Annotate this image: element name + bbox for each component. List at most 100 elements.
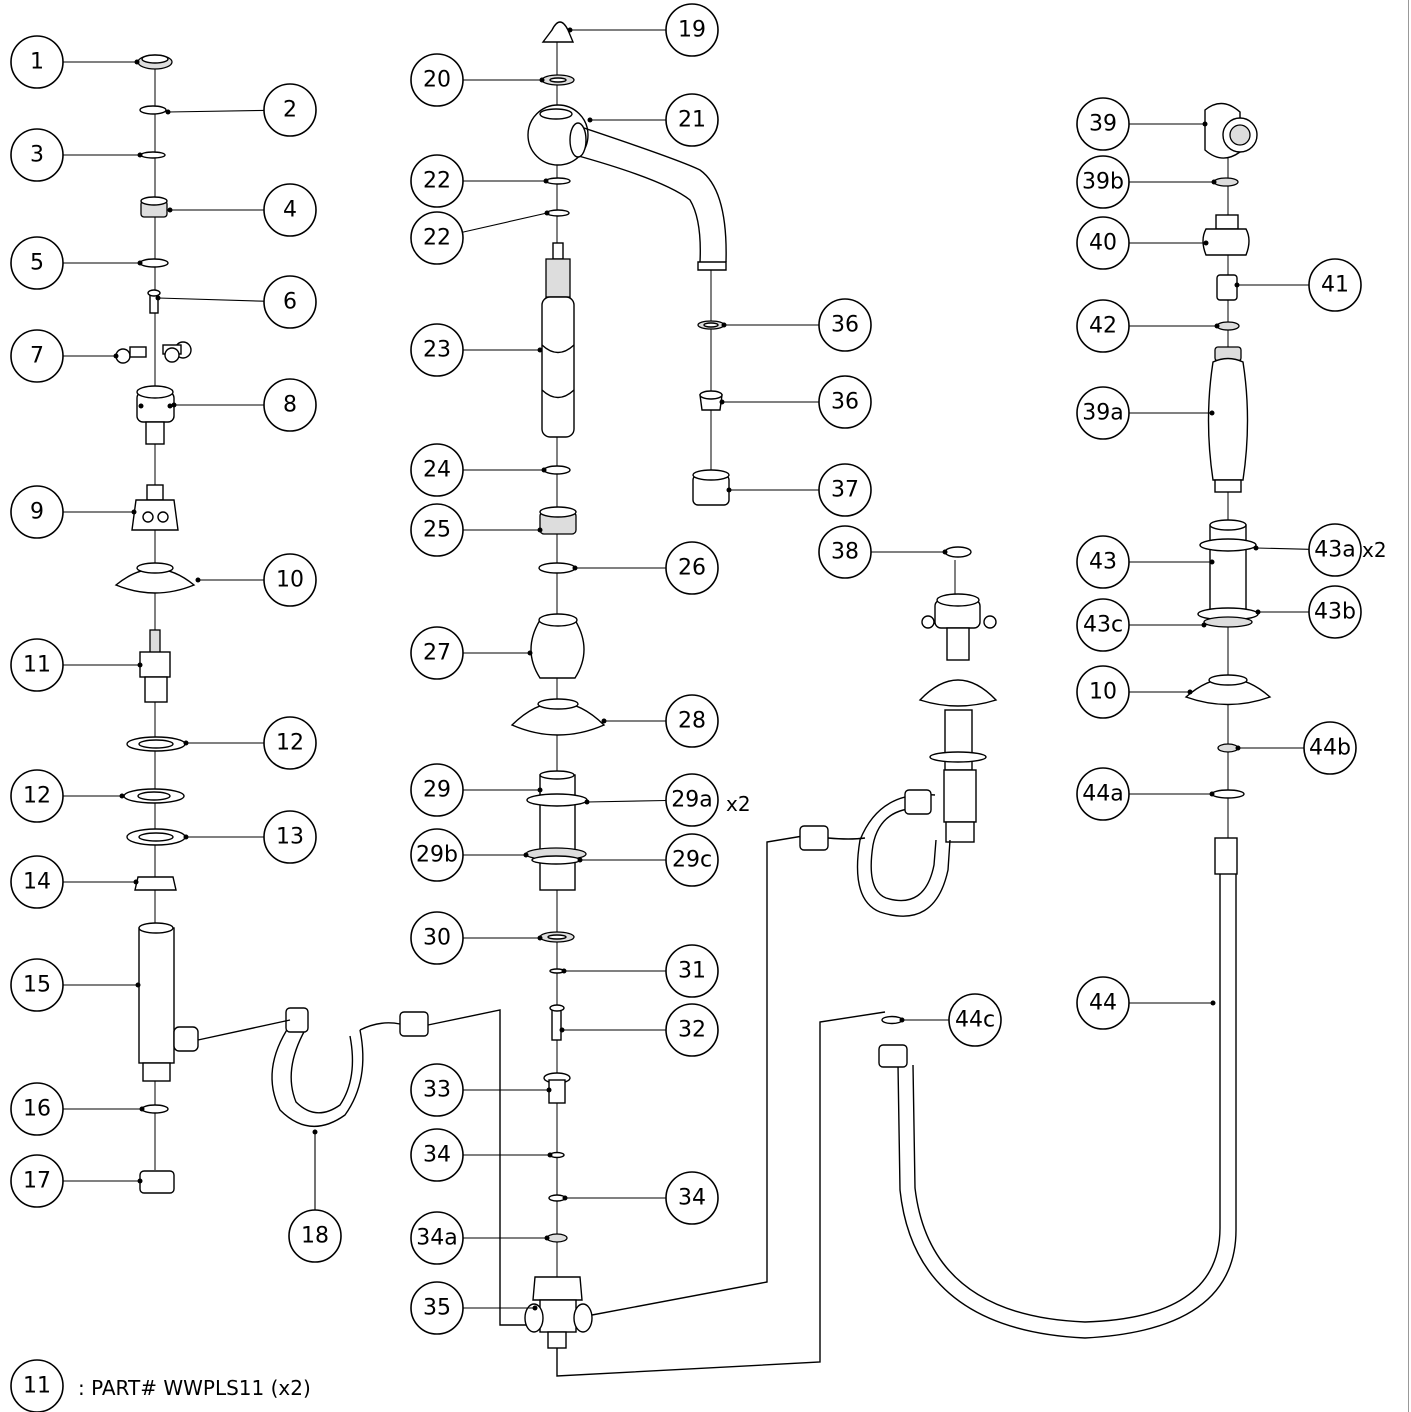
callout-label: 44 xyxy=(1089,991,1117,1016)
leader-dot xyxy=(561,968,567,974)
callout-label: 38 xyxy=(831,540,859,565)
leader-dot xyxy=(134,59,140,65)
part-7 xyxy=(115,341,192,364)
part-40 xyxy=(1202,214,1250,256)
callout-circle xyxy=(818,463,872,517)
callout-43b: 43b xyxy=(1255,585,1362,639)
part-8 xyxy=(136,385,175,445)
callout-4: 4 xyxy=(167,183,317,237)
callout-15: 15 xyxy=(10,958,141,1012)
callout-circle xyxy=(10,769,64,823)
part-21 xyxy=(527,104,727,271)
part-30 xyxy=(539,931,575,943)
leader-line xyxy=(167,109,265,113)
part-4 xyxy=(140,196,168,218)
callout-43: 43 xyxy=(1076,535,1215,589)
callout-circle xyxy=(410,1281,464,1335)
callout-label: 33 xyxy=(423,1078,451,1103)
part-3 xyxy=(140,151,166,159)
callout-26: 26 xyxy=(572,541,719,595)
callout-25: 25 xyxy=(410,503,543,557)
hand-shower-parts xyxy=(878,102,1272,1339)
part-17 xyxy=(139,1170,175,1194)
callout-44c: 44c xyxy=(899,993,1002,1047)
callout-circle xyxy=(10,1154,64,1208)
callout-circle xyxy=(665,93,719,147)
callout-label: 40 xyxy=(1089,231,1117,256)
callout-label: 39b xyxy=(1082,170,1124,195)
footnote-callout-circle xyxy=(10,1359,64,1412)
callout-label: 20 xyxy=(423,68,451,93)
callout-circle xyxy=(1076,97,1130,151)
part-39a xyxy=(1207,346,1249,493)
callout-39b: 39b xyxy=(1076,155,1217,209)
leader-dot xyxy=(137,152,143,158)
callout-circle xyxy=(1076,665,1130,719)
callout-label: 13 xyxy=(276,825,304,850)
callout-circle xyxy=(263,83,317,137)
leader-dot xyxy=(1214,323,1220,329)
callout-2: 2 xyxy=(165,83,317,137)
callout-label: 14 xyxy=(23,870,51,895)
callout-label: 43b xyxy=(1314,600,1356,625)
callout-label: 34 xyxy=(423,1143,451,1168)
callout-12b: 12 xyxy=(10,769,125,823)
part-39b xyxy=(1213,177,1239,187)
callout-9: 9 xyxy=(10,485,137,539)
leader-dot xyxy=(544,210,550,216)
callout-circle xyxy=(410,53,464,107)
callout-circle xyxy=(410,1211,464,1265)
callout-36a: 36 xyxy=(721,298,872,352)
part-29a xyxy=(526,793,588,807)
callout-circle xyxy=(288,1209,342,1263)
callout-33: 33 xyxy=(410,1063,552,1117)
footnote: 11 : PART# WWPLS11 (x2) xyxy=(10,1359,311,1412)
leader-dot xyxy=(1209,791,1215,797)
leader-dot xyxy=(539,77,545,83)
leader-dot xyxy=(131,509,137,515)
callout-label: 28 xyxy=(678,709,706,734)
callout-label: 36 xyxy=(831,390,859,415)
leader-dot xyxy=(546,1087,552,1093)
callout-41: 41 xyxy=(1234,258,1362,312)
part-29 xyxy=(539,770,576,891)
part-20 xyxy=(541,74,575,86)
callout-circle xyxy=(665,3,719,57)
leader-dot xyxy=(1202,121,1208,127)
leader-dot xyxy=(726,487,732,493)
part-23 xyxy=(541,242,575,438)
part-14 xyxy=(134,876,177,891)
callout-44: 44 xyxy=(1076,976,1216,1030)
leader-dot xyxy=(537,935,543,941)
callout-label: 24 xyxy=(423,458,451,483)
callout-35: 35 xyxy=(410,1281,538,1335)
part-32 xyxy=(549,1004,565,1041)
callout-12a: 12 xyxy=(183,716,317,770)
footnote-callout-label: 11 xyxy=(23,1374,51,1399)
leader-dot xyxy=(183,740,189,746)
callout-circle xyxy=(10,329,64,383)
leader-dot xyxy=(1210,1000,1216,1006)
hose-nut-44 xyxy=(878,1044,908,1068)
leader-dot xyxy=(537,787,543,793)
callout-10: 10 xyxy=(195,553,317,607)
leader-dot xyxy=(559,1027,565,1033)
callout-label: 6 xyxy=(283,290,297,315)
callout-29a: 29a xyxy=(584,773,719,827)
leader-dot xyxy=(133,879,139,885)
callout-label: 36 xyxy=(831,313,859,338)
part-2 xyxy=(139,105,167,115)
footnote-text: : PART# WWPLS11 (x2) xyxy=(78,1376,311,1400)
left-valve-parts xyxy=(114,54,199,1194)
leader-dot xyxy=(137,662,143,668)
callout-label: 15 xyxy=(23,973,51,998)
callout-34c: 34a xyxy=(410,1211,550,1265)
callout-36b: 36 xyxy=(719,375,872,429)
leader-dot xyxy=(562,1195,568,1201)
callout-label: 9 xyxy=(30,500,44,525)
callout-22b: 22 xyxy=(410,210,550,265)
callout-16: 16 xyxy=(10,1082,145,1136)
callout-label: 27 xyxy=(423,641,451,666)
callout-22a: 22 xyxy=(410,154,549,208)
callout-18: 18 xyxy=(288,1129,342,1263)
